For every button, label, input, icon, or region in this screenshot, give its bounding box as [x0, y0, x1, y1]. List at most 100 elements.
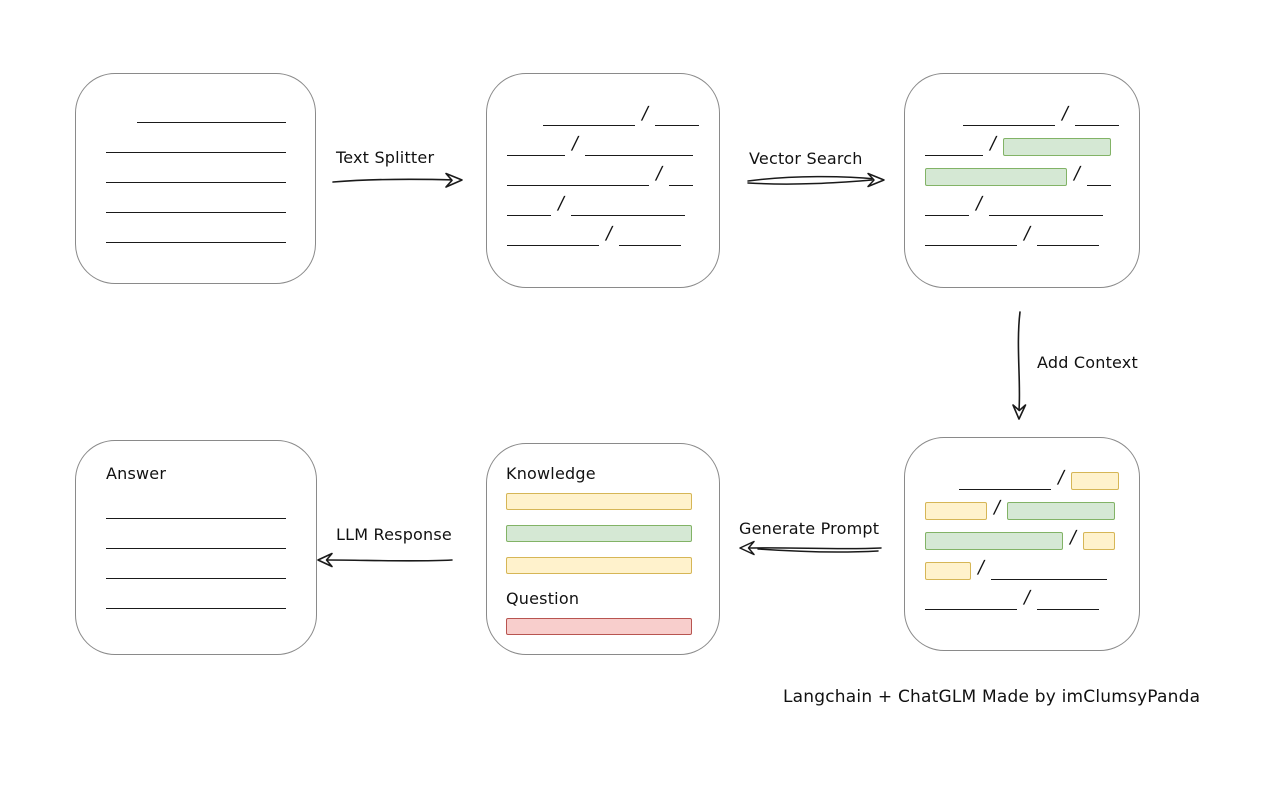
text-line [106, 183, 286, 213]
yellow-bar [506, 557, 692, 574]
answer-label: Answer [106, 464, 167, 483]
text-line [962, 125, 1055, 126]
text-line [507, 185, 649, 186]
green-highlight-chip [1003, 138, 1112, 156]
slash-separator: / [1056, 467, 1066, 488]
slash-separator: / [654, 163, 665, 184]
text-line [106, 519, 286, 549]
text-line [571, 215, 686, 216]
answer-text-lines [106, 489, 286, 609]
chunk-row: / [925, 520, 1119, 550]
text-line [106, 213, 286, 243]
chunk-row: / [925, 156, 1119, 186]
slash-separator: / [640, 103, 650, 124]
text-line [925, 245, 1017, 246]
node-prompt: Knowledge Question [486, 443, 720, 655]
chunk-row: / [925, 126, 1119, 156]
label-add-context: Add Context [1037, 353, 1138, 372]
text-line [925, 155, 983, 156]
slash-separator: / [976, 557, 987, 578]
green-highlight-chip [925, 532, 1063, 550]
chunk-row: / [507, 216, 699, 246]
label-text-splitter: Text Splitter [336, 148, 435, 167]
slash-separator: / [1068, 527, 1079, 548]
text-line [1087, 185, 1112, 186]
label-vector-search: Vector Search [749, 149, 863, 168]
label-llm-response: LLM Response [336, 525, 452, 544]
llm-response-arrow [317, 552, 453, 568]
chunk-row: / [507, 96, 699, 126]
chunk-row: / [925, 186, 1119, 216]
chunk-row: / [925, 216, 1119, 246]
text-line [507, 155, 565, 156]
text-line [1075, 125, 1119, 126]
question-bars [506, 618, 692, 635]
slash-separator: / [556, 193, 567, 214]
matched-chunk-rows: / / / / / [905, 74, 1139, 246]
caption: Langchain + ChatGLM Made by imClumsyPand… [783, 687, 1201, 707]
text-line [619, 245, 682, 246]
slash-separator: / [992, 497, 1003, 518]
chunk-row: / [925, 460, 1119, 490]
node-context-chunks: / / / / / [904, 437, 1140, 651]
text-line [925, 609, 1017, 610]
text-line [137, 93, 286, 123]
slash-separator: / [1022, 587, 1033, 608]
red-bar [506, 618, 692, 635]
vector-search-arrow [747, 172, 885, 188]
text-line [585, 155, 694, 156]
text-line [925, 215, 969, 216]
slash-separator: / [988, 133, 999, 154]
slash-separator: / [1072, 163, 1083, 184]
yellow-highlight-chip [1083, 532, 1116, 550]
chunk-row: / [925, 490, 1119, 520]
text-line [991, 579, 1108, 580]
answer-inner: Answer [76, 441, 316, 609]
question-label: Question [506, 589, 580, 608]
text-line [669, 185, 694, 186]
text-line [106, 579, 286, 609]
text-line [507, 215, 551, 216]
prompt-inner: Knowledge Question [487, 444, 719, 635]
knowledge-label: Knowledge [506, 464, 596, 483]
chunk-row: / [925, 550, 1119, 580]
document-text-lines [76, 74, 315, 243]
yellow-highlight-chip [1071, 472, 1119, 490]
yellow-highlight-chip [925, 562, 971, 580]
label-generate-prompt: Generate Prompt [739, 519, 880, 538]
text-line [106, 153, 286, 183]
text-line [542, 125, 635, 126]
text-line [106, 123, 286, 153]
yellow-bar [506, 493, 692, 510]
node-source-document [75, 73, 316, 284]
chunk-row: / [925, 580, 1119, 610]
text-line [106, 489, 286, 519]
chunk-row: / [507, 156, 699, 186]
text-line [507, 245, 599, 246]
node-matched-chunks: / / / / / [904, 73, 1140, 288]
text-line [655, 125, 699, 126]
knowledge-bars [506, 493, 692, 574]
chunk-row: / [507, 186, 699, 216]
chunk-row: / [507, 126, 699, 156]
text-splitter-arrow [332, 172, 463, 188]
add-context-arrow [1012, 311, 1027, 420]
green-highlight-chip [925, 168, 1067, 186]
green-bar [506, 525, 692, 542]
slash-separator: / [974, 193, 985, 214]
yellow-highlight-chip [925, 502, 987, 520]
text-line [958, 489, 1051, 490]
node-answer: Answer [75, 440, 317, 655]
slash-separator: / [1022, 223, 1033, 244]
context-chunk-rows: / / / / / [905, 438, 1139, 610]
text-line [1037, 609, 1100, 610]
text-line [989, 215, 1104, 216]
node-split-chunks: / / / / / [486, 73, 720, 288]
text-line [1037, 245, 1100, 246]
generate-prompt-arrow [739, 540, 882, 556]
slash-separator: / [1060, 103, 1070, 124]
slash-separator: / [604, 223, 615, 244]
slash-separator: / [570, 133, 581, 154]
split-chunk-rows: / / / / / [487, 74, 719, 246]
